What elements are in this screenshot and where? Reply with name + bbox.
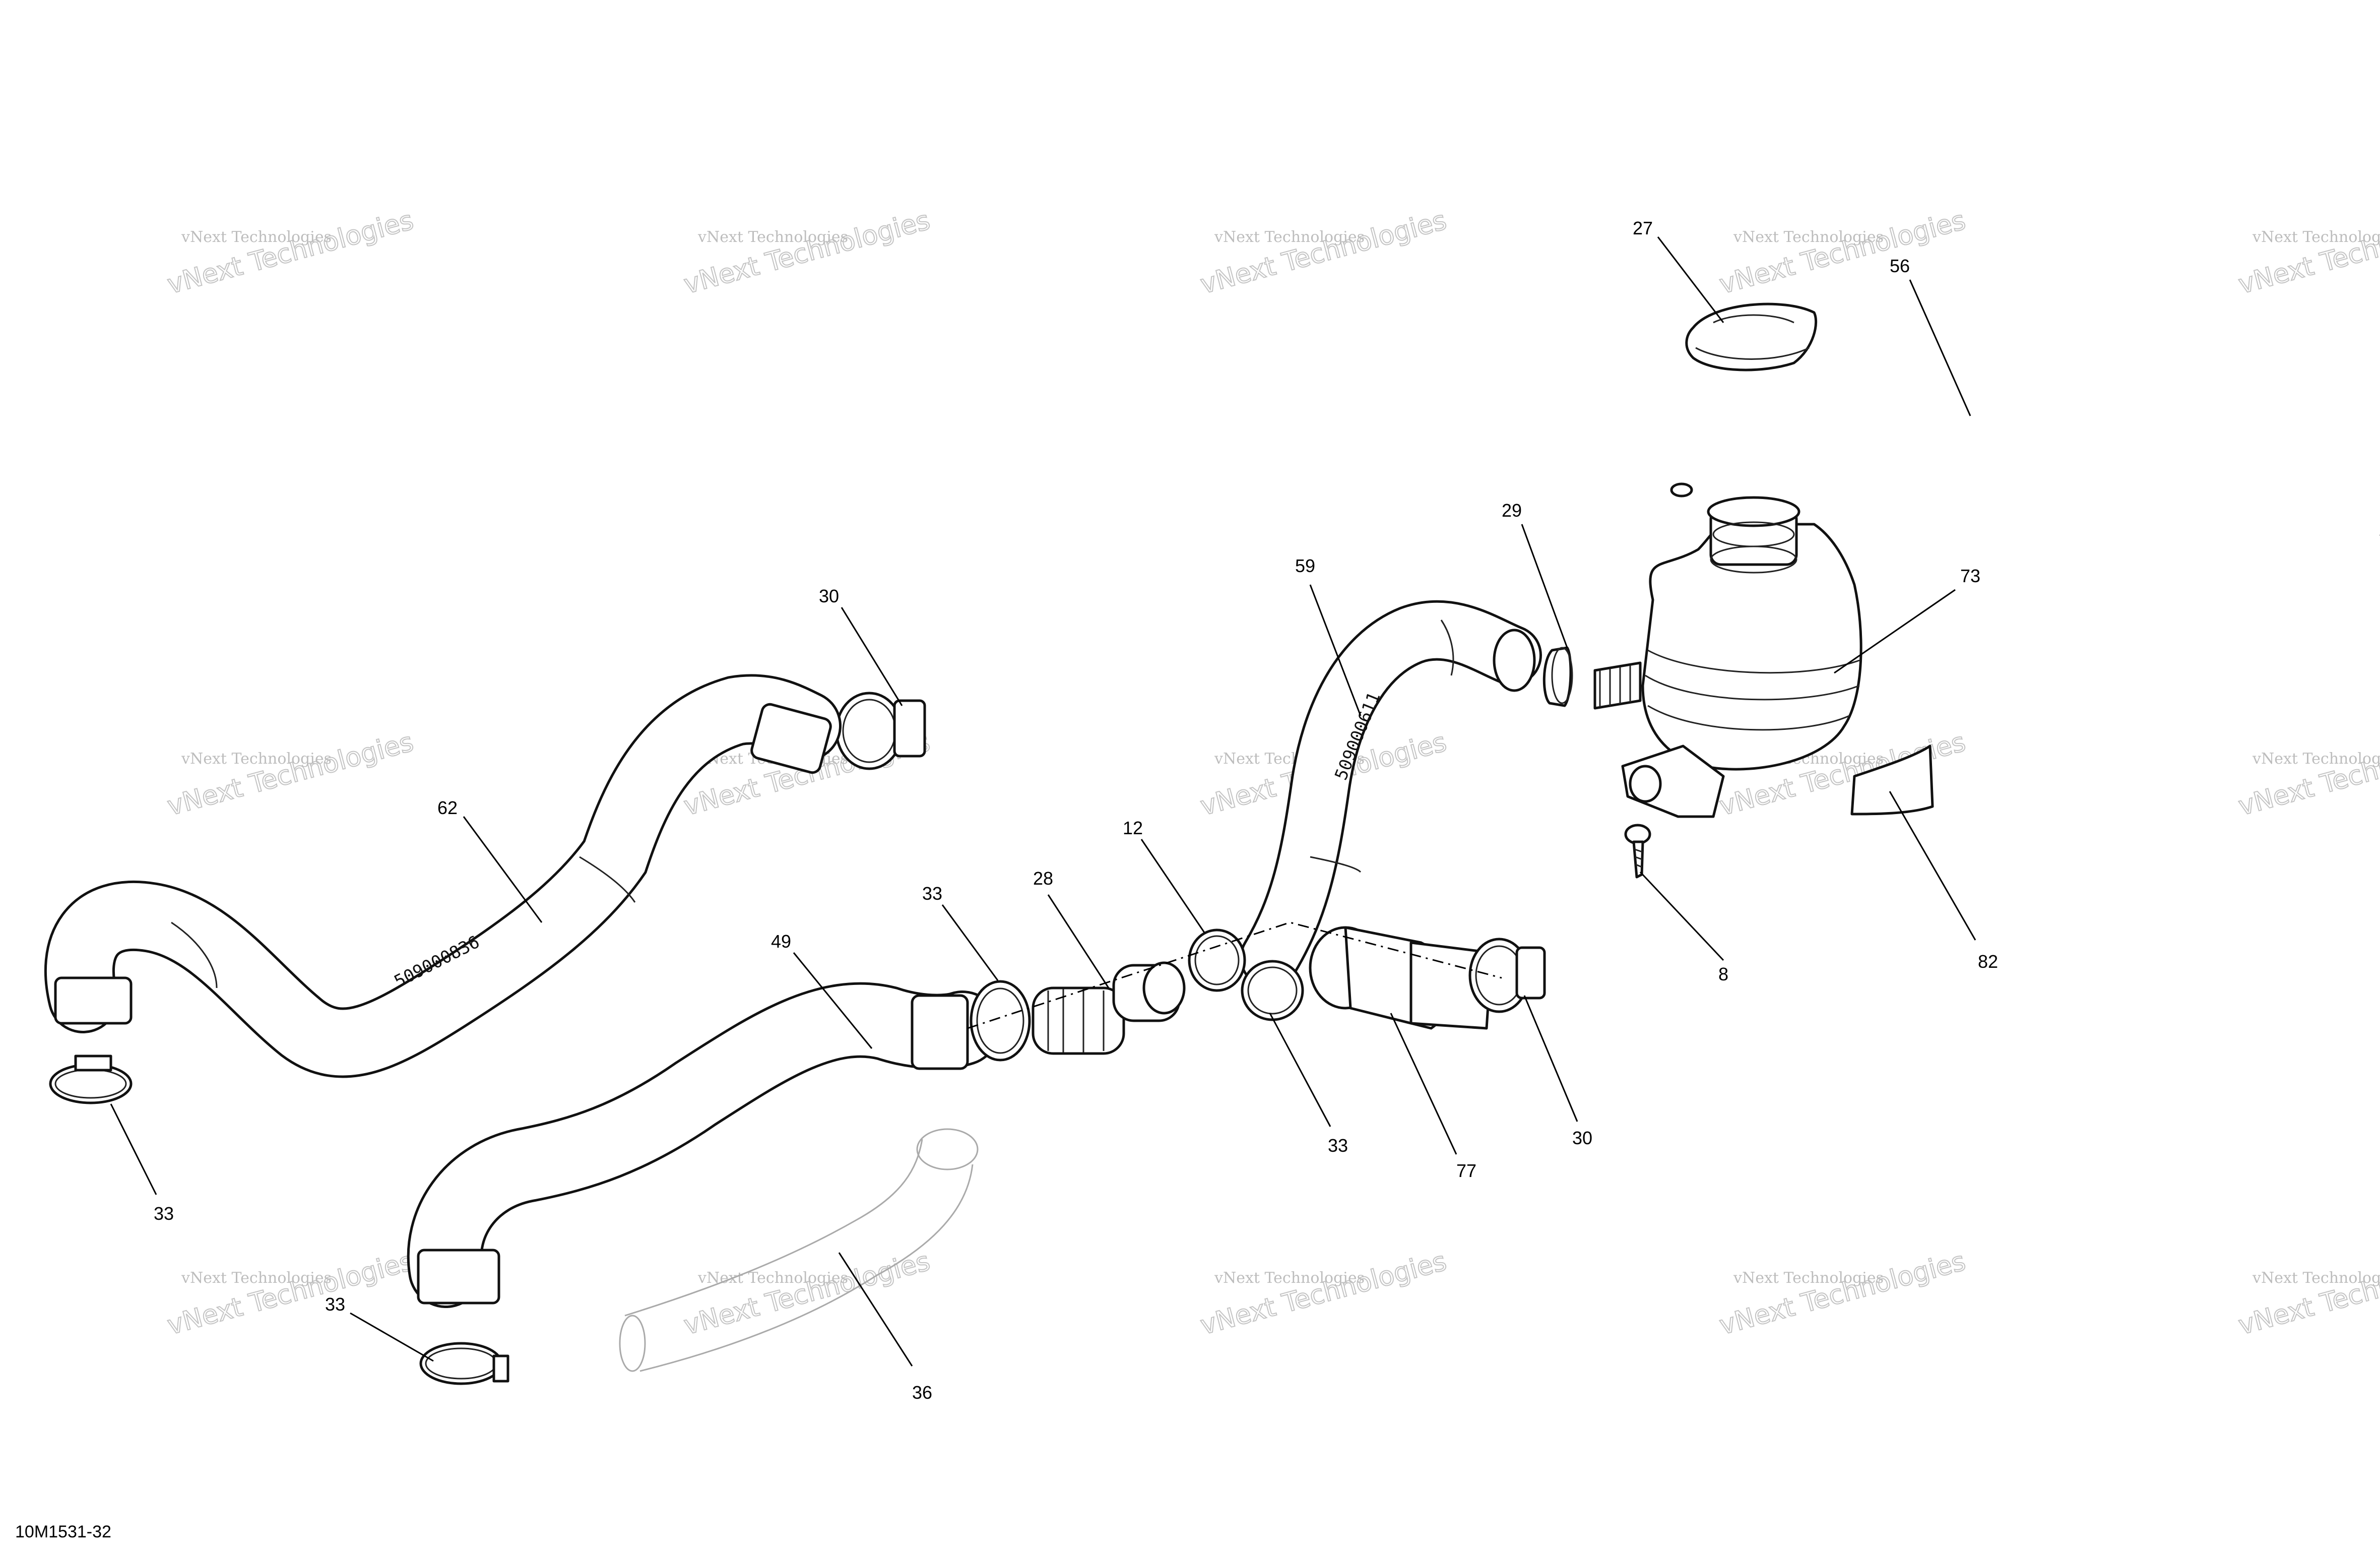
part-36-hose-outline (619, 1128, 979, 1372)
part-33-clamp-bottom (419, 1342, 509, 1385)
watermark-line1: vNext Technologies (697, 1269, 848, 1287)
watermark-line2: vNext Technologies (2235, 205, 2380, 300)
callout-8: 8 (1718, 964, 1728, 984)
callout-82: 82 (1978, 951, 1998, 972)
callout-33-right: 33 (1328, 1135, 1348, 1156)
part-73-coolant-reservoir (1593, 496, 1862, 818)
part-33-clamp-right (1241, 960, 1304, 1021)
watermark-line2: vNext Technologies (164, 205, 417, 300)
part-12-clamp (1188, 928, 1246, 992)
part-77-coupling (1309, 926, 1493, 1030)
part-28-fitting (1032, 961, 1186, 1055)
watermark-line2: vNext Technologies (2235, 727, 2380, 822)
watermark-line1: vNext Technologies (1733, 1269, 1884, 1287)
part-29-clamp (1542, 646, 1573, 707)
callout-49: 49 (771, 931, 791, 952)
watermark-line1: vNext Technologies (181, 750, 332, 768)
watermark-line2: vNext Technologies (164, 727, 417, 822)
callout-62: 62 (437, 797, 458, 818)
callout-33-bottom: 33 (325, 1294, 345, 1315)
callout-12: 12 (1123, 818, 1143, 838)
callout-33-middle: 33 (922, 883, 942, 904)
leader-lines (110, 236, 1976, 1367)
callout-36: 36 (912, 1382, 932, 1403)
watermark-line1: vNext Technologies (1214, 228, 1365, 246)
figure-id: 10M1531-32 (15, 1522, 111, 1541)
callout-73: 73 (1960, 566, 1980, 586)
watermark-line2: vNext Technologies (681, 205, 933, 300)
watermark-line2: vNext Technologies (1197, 1246, 1450, 1341)
callout-59: 59 (1295, 555, 1315, 576)
watermark-line2: vNext Technologies (1716, 1246, 1969, 1341)
part-8-screw (1624, 824, 1651, 879)
watermark-line1: vNext Technologies (2252, 1269, 2380, 1287)
part-30-clamp-upper (835, 692, 926, 770)
callout-33-left: 33 (154, 1203, 174, 1224)
part-59-hose (1240, 600, 1542, 988)
watermark-line1: vNext Technologies (697, 228, 848, 246)
watermark-line2: vNext Technologies (2235, 1246, 2380, 1341)
part-56-overflow-tube (1665, 384, 2380, 543)
watermark-line2: vNext Technologies (1197, 205, 1450, 300)
watermark-line1: vNext Technologies (181, 228, 332, 246)
watermark-line1: vNext Technologies (1214, 1269, 1365, 1287)
callout-labels: 27 56 29 73 59 30 62 12 28 33 49 8 82 33… (154, 218, 1998, 1403)
part-49-hose (407, 982, 1000, 1308)
callout-29: 29 (1502, 500, 1522, 521)
callout-30-upper: 30 (819, 586, 839, 606)
callout-77: 77 (1456, 1160, 1476, 1181)
watermark-line2: vNext Technologies (681, 1246, 933, 1341)
watermark-line1: vNext Technologies (2252, 750, 2380, 768)
part-30-clamp-lower (1468, 938, 1546, 1013)
part-33-clamp-left (49, 1055, 133, 1104)
watermark-line2: vNext Technologies (164, 1246, 417, 1341)
callout-27: 27 (1633, 218, 1653, 238)
watermark-line1: vNext Technologies (181, 1269, 332, 1287)
watermark-line1: vNext Technologies (1733, 228, 1884, 246)
watermark-line2: vNext Technologies (1716, 205, 1969, 300)
part-33-clamp-middle (970, 980, 1031, 1062)
callout-28: 28 (1033, 868, 1053, 889)
part-82-strap (1850, 745, 1934, 816)
part-62-hose (44, 674, 842, 1078)
callout-30-lower: 30 (1572, 1128, 1592, 1148)
part-27-reservoir-cap (1685, 302, 1818, 371)
watermark-line1: vNext Technologies (2252, 228, 2380, 246)
callout-56: 56 (1890, 256, 1910, 276)
